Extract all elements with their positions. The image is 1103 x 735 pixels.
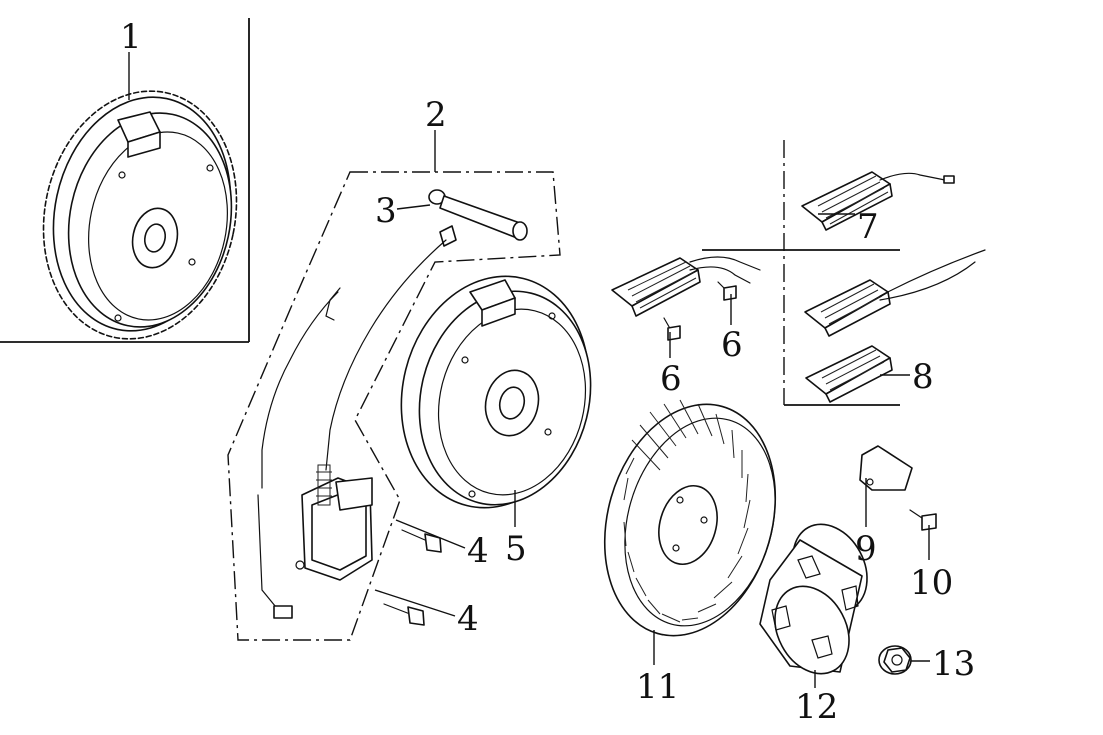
charge-coil-pair (804, 249, 986, 403)
callout-13: 13 (932, 644, 975, 684)
flywheel-ring-gear (42, 90, 238, 340)
callout-6-lower: 6 (660, 359, 682, 399)
callout-1: 1 (120, 17, 142, 57)
callout-4-lower: 4 (457, 599, 479, 639)
leader-lines (128, 52, 930, 688)
bolt-6a (663, 317, 681, 341)
flywheel (400, 275, 592, 509)
bolt-upper-4 (401, 529, 442, 553)
callout-10: 10 (910, 563, 953, 603)
callout-2: 2 (425, 95, 447, 135)
starter-pulley (759, 523, 868, 675)
bolt-10 (909, 509, 937, 531)
spark-plug-cap (428, 189, 528, 247)
callout-8: 8 (912, 357, 934, 397)
charge-coil-left (611, 256, 761, 317)
charge-coil (801, 171, 955, 231)
callout-7: 7 (857, 207, 879, 247)
frame-part-1 (0, 18, 250, 343)
bolt-lower-4 (383, 603, 425, 626)
callout-3: 3 (375, 191, 397, 231)
ignition-coil-assembly (257, 239, 447, 619)
callout-5: 5 (505, 529, 527, 569)
callout-4-upper: 4 (467, 531, 489, 571)
frame-part-2-dashed (227, 171, 561, 641)
callout-12: 12 (795, 687, 838, 727)
callout-11: 11 (636, 667, 679, 707)
callout-6-upper: 6 (721, 325, 743, 365)
flange-nut (878, 645, 912, 675)
cooling-fan (603, 399, 777, 637)
bracket (859, 445, 913, 491)
bolt-6b (717, 281, 737, 301)
callout-9: 9 (855, 529, 877, 569)
frame-parts-7-8 (702, 140, 900, 406)
